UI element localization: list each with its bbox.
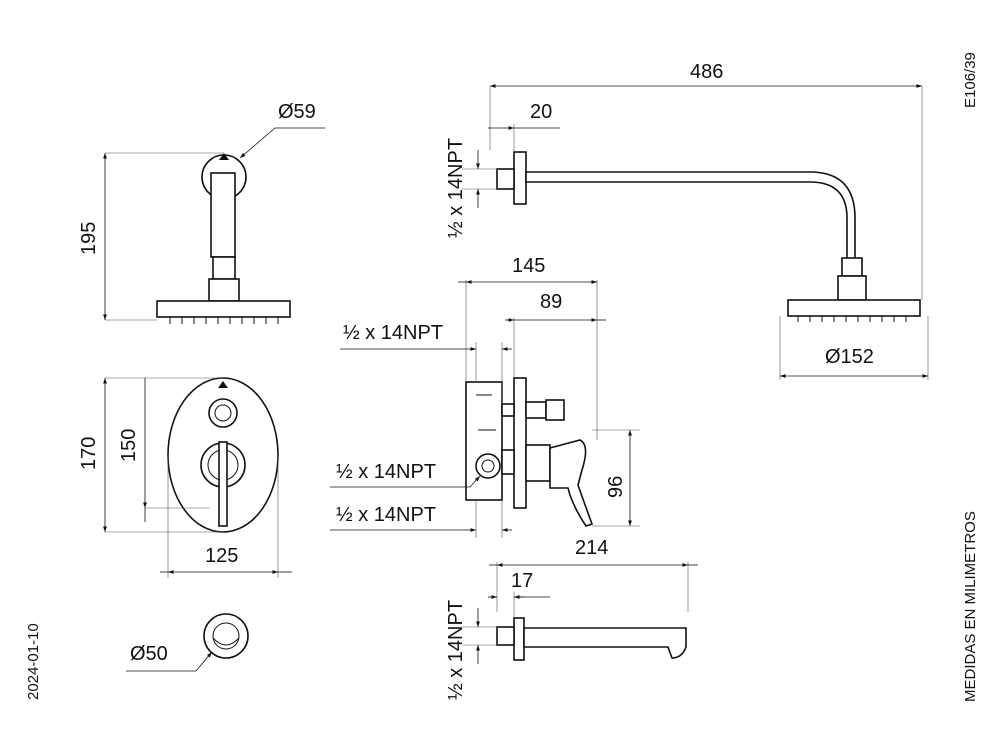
dim-front-height: 195 (78, 222, 100, 255)
dim-valve-handle-reach: 214 (575, 537, 608, 559)
dim-thread-shower: ½ x 14NPT (445, 138, 467, 238)
spout-front-view: Ø50 (126, 613, 249, 672)
dim-valve-depth-total: 145 (512, 255, 545, 277)
shower-side-view: 486 20 ½ x 14NPT Ø152 (445, 61, 929, 380)
dim-thread-valve-top: ½ x 14NPT (343, 322, 443, 344)
dim-plate-width: 125 (205, 545, 238, 567)
dim-thread-valve-bottom: ½ x 14NPT (336, 504, 436, 526)
dim-head-diameter: Ø152 (825, 346, 874, 368)
drawing-code: E106/39 (962, 52, 979, 108)
dim-spout-flange-depth: 17 (511, 570, 533, 592)
drawing-date: 2024-01-10 (25, 623, 42, 700)
dim-plate-height: 170 (78, 437, 100, 470)
dim-thread-valve-mid: ½ x 14NPT (336, 461, 436, 483)
dim-plate-inner-height: 150 (118, 429, 140, 462)
dim-spout-diameter: Ø50 (130, 643, 168, 665)
shower-front-view: 195 Ø59 (78, 101, 325, 324)
dim-flange-depth: 20 (530, 101, 552, 123)
dim-arm-length: 486 (690, 61, 723, 83)
dim-valve-height-side: 96 (605, 476, 627, 498)
valve-side-view: 145 89 ½ x 14NPT ½ x 14NPT ½ x 14NPT 96 … (330, 255, 640, 559)
dim-front-flange-diameter: Ø59 (278, 101, 316, 123)
dim-thread-spout: ½ x 14NPT (445, 600, 467, 700)
units-note: MEDIDAS EN MILIMETROS (962, 511, 979, 702)
dim-valve-depth-partial: 89 (540, 291, 562, 313)
valve-front-plate: 170 150 125 (78, 377, 292, 578)
spout-side-view: 17 ½ x 14NPT (445, 562, 698, 700)
